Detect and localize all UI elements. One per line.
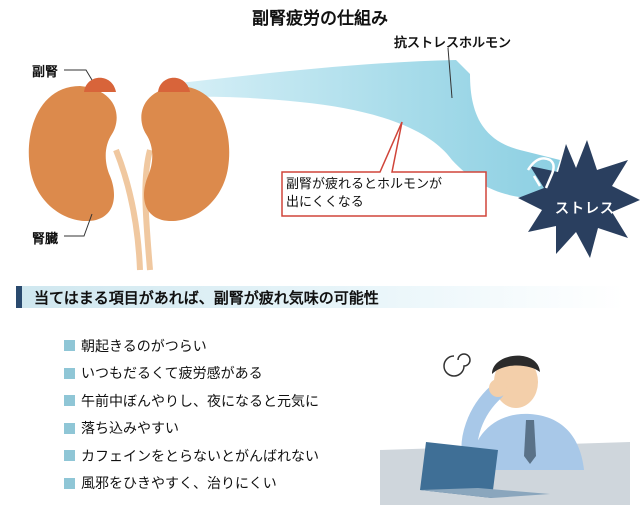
hormone-flow [170,60,560,199]
list-item-label: カフェインをとらないとがんばれない [81,448,319,465]
ureter-left [113,148,143,271]
kidney-right [141,86,230,222]
checkbox-icon [64,422,75,434]
checkbox-icon [64,340,75,351]
list-item: 落ち込みやすい [64,415,319,442]
section-accent [16,286,22,308]
adrenal-gland-right [158,77,190,92]
stress-label: ストレス [555,201,615,217]
list-item: いつもだるくて疲労感がある [64,360,319,387]
laptop-screen [420,442,498,498]
kidney-leader-line [64,213,93,237]
kidney-left [28,86,117,222]
list-item: 午前中ぼんやりし、夜になると元気に [64,387,319,414]
callout-line-1: 副腎が疲れるとホルモンが [286,177,443,192]
callout-text: 副腎が疲れるとホルモンが 出にくくなる [286,176,482,212]
symptom-checklist: 朝起きるのがつらい いつもだるくて疲労感がある 午前中ぼんやりし、夜になると元気… [64,332,319,498]
hand-icon [526,157,555,189]
person-hair [492,355,540,374]
hormone-leader-line [447,47,453,99]
person-hand [489,379,507,397]
tired-person-illustration [380,353,630,505]
person-tie [524,420,536,464]
list-item: 朝起きるのがつらい [64,332,319,359]
list-item-label: 落ち込みやすい [81,421,179,438]
adrenal-leader-line [64,69,93,81]
dizzy-swirl-icon [443,353,471,377]
kidney-label: 腎臓 [32,232,59,247]
list-item: 風邪をひきやすく、治りにくい [64,470,319,497]
adrenal-diagram [28,47,640,271]
callout-box [281,121,487,217]
stress-burst-icon [518,140,640,258]
list-item-label: 風邪をひきやすく、治りにくい [81,476,277,493]
page-title: 副腎疲労の仕組み [252,9,388,29]
checkbox-icon [64,450,75,462]
callout-line-2: 出にくくなる [286,195,364,210]
person-head [494,356,538,408]
checkbox-icon [64,395,75,407]
list-item-label: いつもだるくて疲労感がある [81,366,263,383]
adrenal-label: 副腎 [32,65,59,80]
section-header: 当てはまる項目があれば、副腎が疲れ気味の可能性 [16,286,624,308]
hormone-label: 抗ストレスホルモン [394,36,512,51]
adrenal-gland-left [84,77,116,92]
checkbox-icon [64,367,75,379]
list-item-label: 午前中ぼんやりし、夜になると元気に [81,393,319,410]
list-item: カフェインをとらないとがんばれない [64,442,319,469]
section-title: 当てはまる項目があれば、副腎が疲れ気味の可能性 [34,289,379,307]
list-item-label: 朝起きるのがつらい [81,338,207,355]
laptop-base [420,488,550,498]
checkbox-icon [64,477,75,489]
